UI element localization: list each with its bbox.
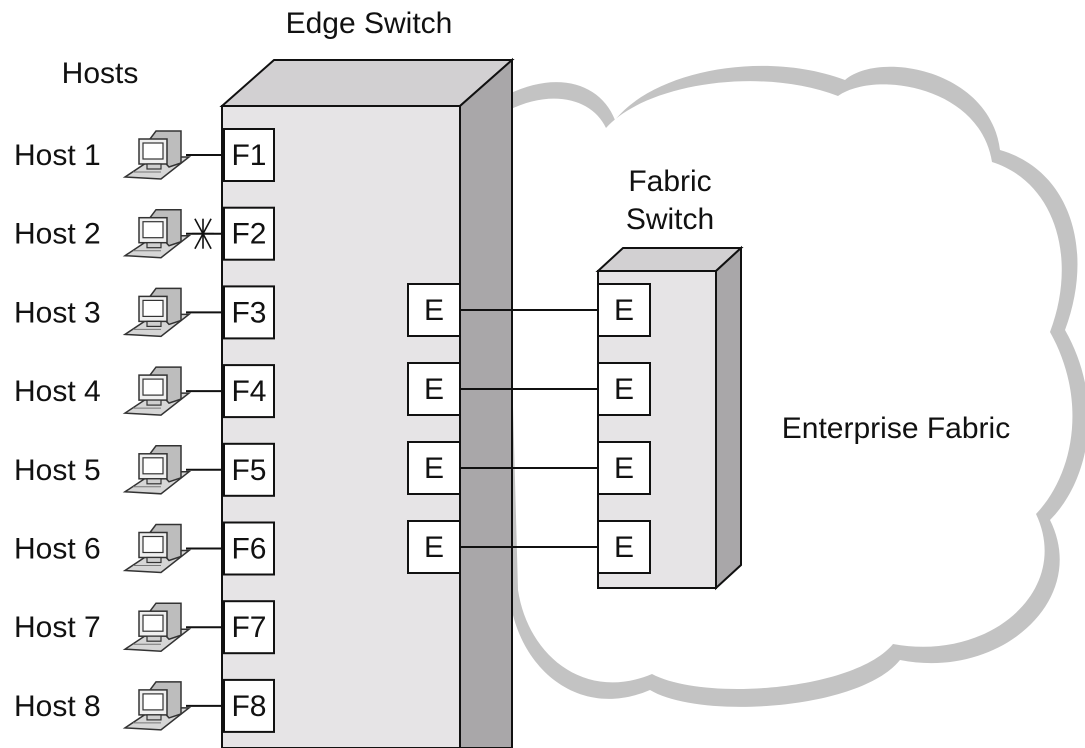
host-row: Host 3 F3 (14, 285, 275, 340)
edge-e-port (407, 441, 461, 495)
fabric-e-port-label: E (614, 294, 634, 327)
computer-icon (124, 287, 190, 338)
host-row: Host 5 F5 (14, 442, 275, 497)
fabric-e-port-label: E (614, 452, 634, 485)
fabric-e-port-label: E (614, 373, 634, 406)
host-label: Host 8 (14, 690, 101, 723)
fabric-e-port (597, 283, 651, 337)
enterprise-fabric-label: Enterprise Fabric (782, 412, 1010, 445)
f-port-label: F3 (231, 296, 266, 329)
f-port-label: F8 (231, 690, 266, 723)
fabric-e-port (597, 520, 651, 574)
fabric-e-port (597, 362, 651, 416)
edge-e-port (407, 362, 461, 416)
f-port-label: F5 (231, 454, 266, 487)
f-port-label: F2 (231, 218, 266, 251)
f-port-label: F4 (231, 375, 266, 408)
host-row: Host 4 F4 (14, 364, 275, 419)
host-label: Host 3 (14, 296, 101, 329)
edge-e-port-label: E (424, 452, 444, 485)
host-row: Host 7 F7 (14, 600, 275, 655)
fabric-e-port (597, 441, 651, 495)
edge-e-port-label: E (424, 294, 444, 327)
f-port (223, 364, 275, 419)
host-label: Host 7 (14, 611, 101, 644)
hosts-heading: Hosts (62, 57, 139, 90)
f-port (223, 285, 275, 340)
host-label: Host 4 (14, 375, 101, 408)
fabric-e-port-label: E (614, 531, 634, 564)
computer-icon (124, 366, 190, 416)
computer-icon (124, 523, 190, 574)
host-label: Host 6 (14, 533, 101, 566)
f-port-label: F1 (231, 139, 266, 172)
computer-icon (124, 445, 190, 495)
f-port (223, 678, 275, 733)
computer-icon (124, 130, 190, 180)
f-port (223, 206, 275, 261)
fabric-switch-side (715, 245, 742, 591)
f-port (223, 600, 275, 655)
link-break-icon (192, 218, 214, 250)
f-port (223, 521, 275, 576)
computer-icon (124, 602, 190, 652)
f-port (223, 128, 275, 182)
fabric-switch-label-line2: Switch (626, 203, 714, 236)
enterprise-fabric-cloud (505, 81, 1073, 689)
edge-e-port-label: E (424, 531, 444, 564)
f-port-label: F7 (231, 611, 266, 644)
host-row: Host 2 F2 (14, 206, 275, 261)
edge-e-port-label: E (424, 373, 444, 406)
host-row: Host 1 F1 (14, 128, 275, 182)
edge-e-port (407, 520, 461, 574)
computer-icon (124, 681, 190, 731)
f-port-label: F6 (231, 533, 266, 566)
fabric-switch-label-line1: Fabric (628, 165, 711, 198)
host-row: Host 6 F6 (14, 521, 275, 576)
host-label: Host 2 (14, 218, 101, 251)
edge-switch-side (459, 57, 513, 748)
host-label: Host 1 (14, 139, 101, 172)
edge-switch-title: Edge Switch (286, 7, 453, 40)
host-row: Host 8 F8 (14, 678, 275, 733)
computer-icon (124, 208, 190, 259)
edge-e-port (407, 283, 461, 337)
f-port (223, 442, 275, 497)
host-label: Host 5 (14, 454, 101, 487)
